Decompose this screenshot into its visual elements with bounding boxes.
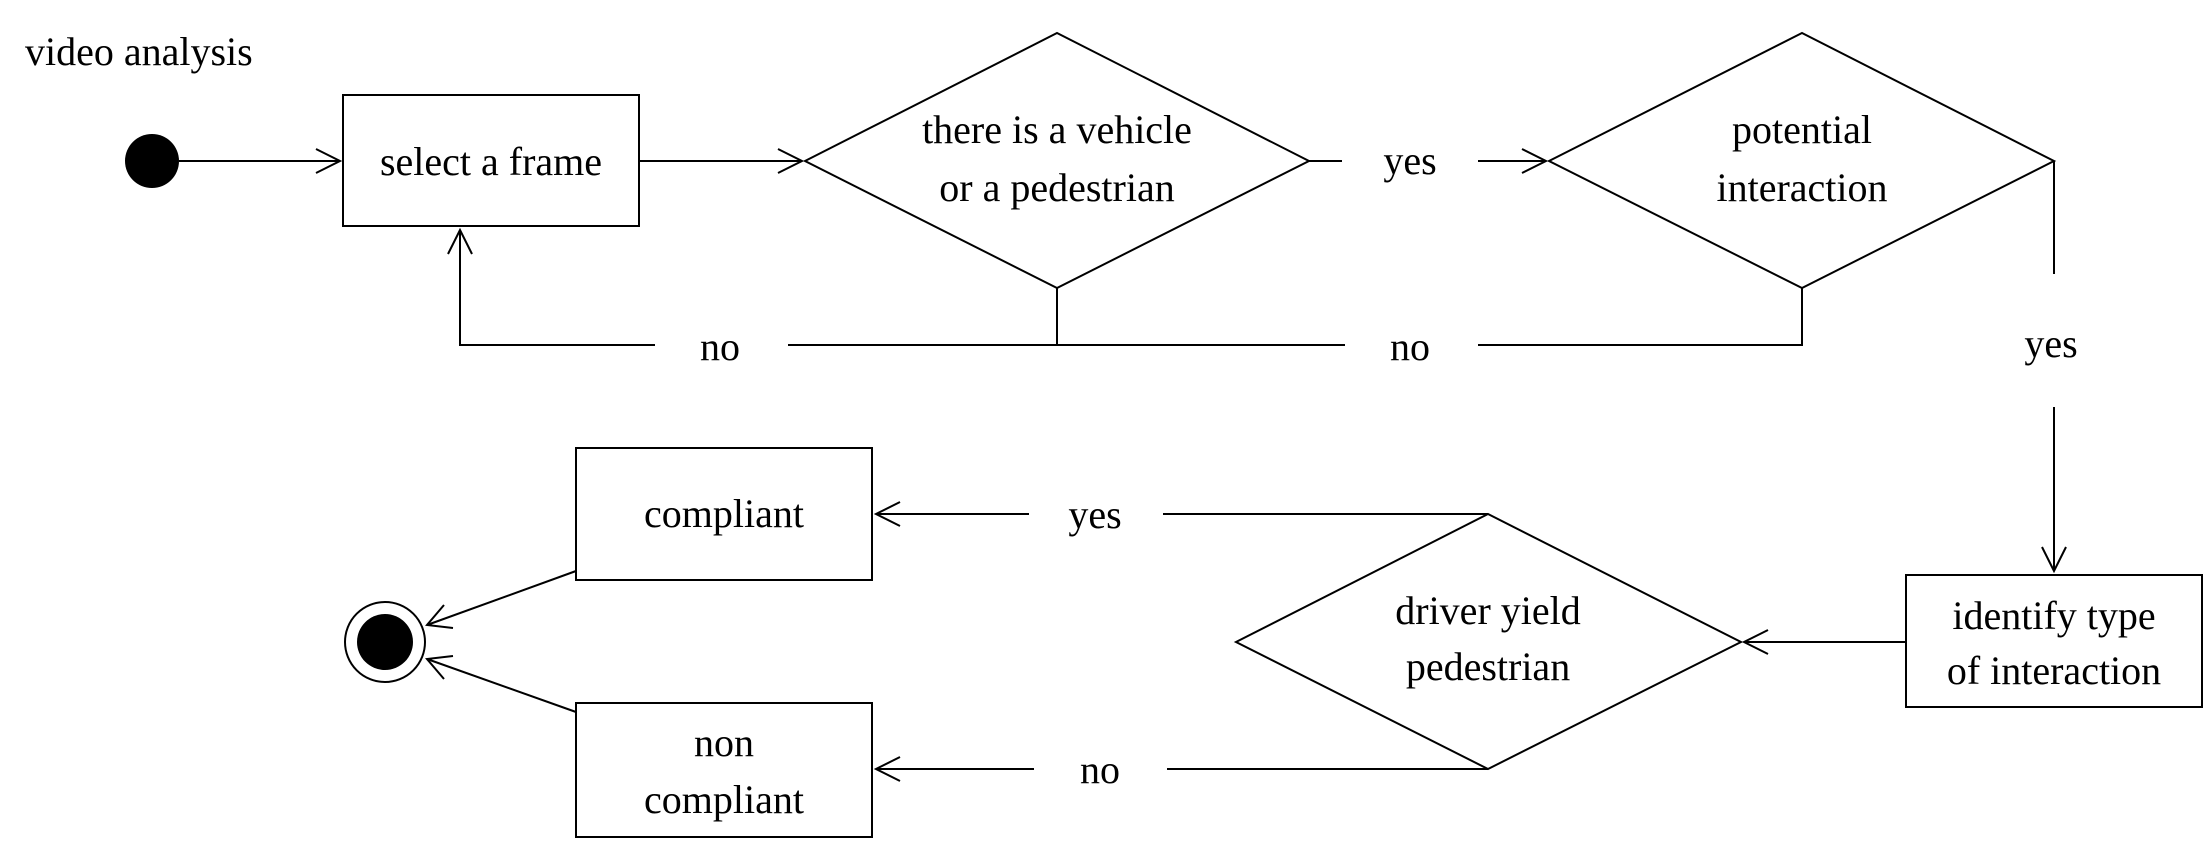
potential-interaction-line-2: interaction bbox=[1716, 165, 1887, 210]
edge-non-compliant-to-end bbox=[426, 658, 577, 713]
compliant-action: compliant bbox=[575, 447, 873, 581]
arrowhead-driver-yield-in bbox=[1741, 629, 1769, 655]
end-node bbox=[344, 601, 426, 683]
yield-yes-label: yes bbox=[1068, 492, 1121, 537]
interaction-yes-label: yes bbox=[2024, 321, 2077, 366]
select-frame-label: select a frame bbox=[380, 139, 602, 184]
non-compliant-line-2: compliant bbox=[644, 777, 804, 822]
non-compliant-action: non compliant bbox=[575, 702, 873, 838]
vehicle-decision-line-2: or a pedestrian bbox=[939, 165, 1174, 210]
identify-type-line-1: identify type bbox=[1952, 593, 2155, 638]
driver-yield-line-1: driver yield bbox=[1395, 588, 1581, 633]
compliant-label: compliant bbox=[644, 491, 804, 536]
arrowhead-vehicle-decision-in bbox=[777, 148, 805, 174]
start-node bbox=[125, 134, 179, 188]
arrowhead-compliant-in bbox=[873, 501, 901, 527]
arrowhead-end-from-non-compliant bbox=[425, 655, 454, 680]
vehicle-yes-label: yes bbox=[1383, 138, 1436, 183]
non-compliant-line-1: non bbox=[694, 720, 754, 765]
vehicle-decision-node: there is a vehicle or a pedestrian bbox=[802, 31, 1312, 290]
diagram-title: video analysis bbox=[25, 29, 253, 74]
vehicle-no-label: no bbox=[700, 324, 740, 369]
identify-type-action: identify type of interaction bbox=[1905, 574, 2203, 708]
potential-interaction-node: potential interaction bbox=[1546, 31, 2057, 290]
edge-compliant-to-end bbox=[426, 570, 577, 626]
arrowhead-non-compliant-in bbox=[873, 756, 901, 782]
arrowhead-end-from-compliant bbox=[425, 604, 454, 629]
arrowhead-potential-interaction-in bbox=[1521, 148, 1549, 174]
select-frame-action: select a frame bbox=[342, 94, 640, 227]
arrowhead-select-frame-return bbox=[447, 227, 473, 255]
interaction-no-label: no bbox=[1390, 324, 1430, 369]
identify-type-line-2: of interaction bbox=[1947, 648, 2161, 693]
vehicle-decision-line-1: there is a vehicle bbox=[922, 107, 1192, 152]
edge-interaction-no-path bbox=[1478, 288, 1803, 346]
edge-no-return-path bbox=[459, 230, 655, 346]
potential-interaction-line-1: potential bbox=[1732, 107, 1872, 152]
driver-yield-node: driver yield pedestrian bbox=[1233, 512, 1744, 771]
arrowhead-identify-type-in bbox=[2041, 546, 2067, 574]
arrowhead-select-frame-in bbox=[315, 148, 343, 174]
driver-yield-line-2: pedestrian bbox=[1406, 644, 1570, 689]
yield-no-label: no bbox=[1080, 747, 1120, 792]
